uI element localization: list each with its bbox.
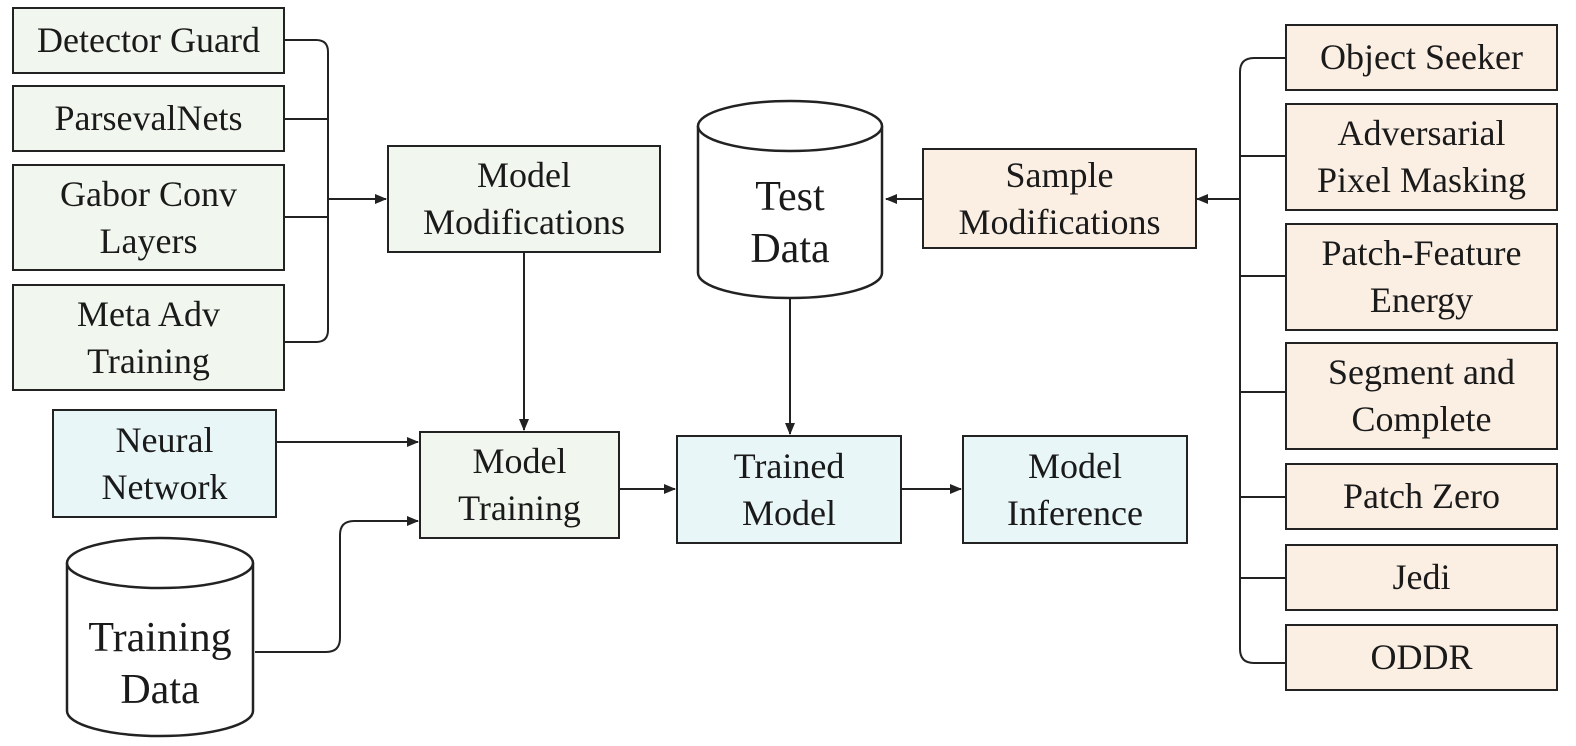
oddr-label: ODDR: [1370, 637, 1473, 677]
object-seeker-label: Object Seeker: [1320, 37, 1523, 77]
object-seeker-box: Object Seeker: [1285, 24, 1558, 91]
neural-network-box: Neural Network: [52, 409, 277, 518]
jedi-box: Jedi: [1285, 544, 1558, 611]
training-data-line-2: Data: [120, 667, 200, 713]
model-training-line-1: Model: [472, 441, 567, 481]
test-data-label: Test Data: [698, 168, 882, 278]
test-data-line-2: Data: [750, 226, 830, 272]
detector-guard-label: Detector Guard: [37, 20, 260, 60]
trained-model-line-1: Trained: [733, 445, 845, 486]
training-data-label: Training Data: [67, 608, 253, 720]
patch-zero-box: Patch Zero: [1285, 463, 1558, 530]
neural-network-line-2: Network: [101, 466, 228, 507]
model-modifications-box: Model Modifications: [387, 145, 661, 253]
model-modifications-line-1: Model: [477, 155, 571, 195]
trained-model-line-2: Model: [742, 492, 836, 533]
training-data-line-1: Training: [88, 615, 232, 661]
trained-model-box: Trained Model: [676, 435, 902, 544]
model-training-line-2: Training: [458, 488, 581, 528]
sample-modifications-line-2: Modifications: [958, 201, 1161, 242]
training-data-to-training-arrow: [255, 516, 419, 653]
meta-adv-training-box: Meta Adv Training: [12, 284, 285, 391]
jedi-label: Jedi: [1392, 557, 1451, 597]
patch-feature-energy-box: Patch-Feature Energy: [1285, 223, 1558, 331]
right-bracket-line: [1239, 57, 1286, 664]
model-inference-line-1: Model: [1028, 445, 1122, 486]
parsevalnets-label: ParsevalNets: [54, 98, 243, 138]
model-modifications-line-2: Modifications: [423, 202, 625, 242]
gabor-conv-layers-line-1: Gabor Conv: [60, 173, 237, 214]
segment-and-complete-box: Segment and Complete: [1285, 342, 1558, 450]
gabor-conv-layers-line-2: Layers: [99, 220, 198, 261]
patch-zero-label: Patch Zero: [1343, 476, 1500, 516]
sample-modifications-box: Sample Modifications: [922, 148, 1197, 249]
test-data-cylinder: [696, 99, 884, 300]
left-bracket-line: [284, 39, 329, 343]
adversarial-pixel-masking-box: Adversarial Pixel Masking: [1285, 103, 1558, 211]
sample-modifications-line-1: Sample: [1005, 154, 1114, 195]
test-data-line-1: Test: [755, 174, 825, 220]
segment-and-complete-line-1: Segment and: [1328, 352, 1515, 392]
model-inference-line-2: Inference: [1007, 492, 1143, 533]
adversarial-pixel-masking-line-2: Pixel Masking: [1316, 160, 1526, 200]
meta-adv-training-line-1: Meta Adv: [77, 293, 220, 334]
adversarial-pixel-masking-line-1: Adversarial: [1337, 113, 1506, 153]
parsevalnets-box: ParsevalNets: [12, 85, 285, 152]
neural-network-line-1: Neural: [115, 419, 214, 460]
patch-feature-energy-line-1: Patch-Feature: [1321, 233, 1522, 273]
oddr-box: ODDR: [1285, 624, 1558, 691]
patch-feature-energy-line-2: Energy: [1369, 280, 1474, 320]
training-data-cylinder: [65, 536, 255, 738]
segment-and-complete-line-2: Complete: [1351, 399, 1492, 439]
model-inference-box: Model Inference: [962, 435, 1188, 544]
gabor-conv-layers-box: Gabor Conv Layers: [12, 164, 285, 271]
detector-guard-box: Detector Guard: [12, 7, 285, 74]
model-training-box: Model Training: [419, 431, 620, 539]
meta-adv-training-line-2: Training: [87, 340, 210, 381]
